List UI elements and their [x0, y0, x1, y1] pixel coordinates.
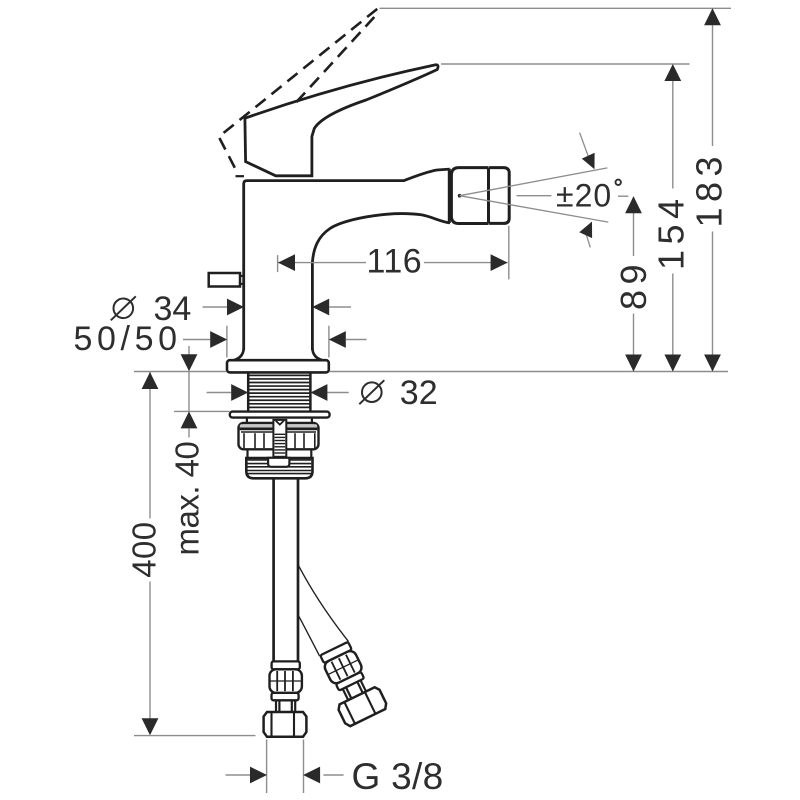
svg-text:183: 183 [689, 151, 730, 228]
svg-text:400: 400 [125, 522, 162, 578]
svg-text:34: 34 [154, 290, 192, 328]
svg-text:116: 116 [367, 242, 423, 280]
svg-text:32: 32 [400, 374, 438, 412]
svg-text:G 3/8: G 3/8 [352, 756, 444, 797]
svg-text:50/50: 50/50 [74, 320, 182, 358]
svg-text:89: 89 [613, 259, 654, 310]
svg-text:max. 40: max. 40 [168, 441, 205, 555]
svg-text:154: 154 [651, 193, 692, 270]
svg-text:±20: ±20 [556, 178, 612, 214]
